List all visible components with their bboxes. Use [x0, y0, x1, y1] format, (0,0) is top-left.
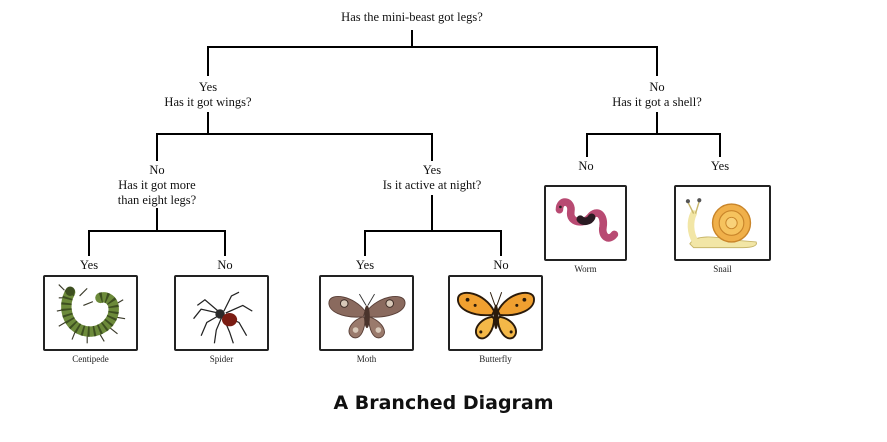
snail-label: Snail — [713, 264, 732, 274]
connector — [656, 46, 658, 76]
worm-card — [544, 185, 627, 261]
butterfly-icon — [457, 291, 535, 340]
connector — [207, 46, 209, 76]
butterfly-label: Butterfly — [479, 354, 512, 364]
yes-answer: Yes — [198, 80, 218, 94]
snail-card — [674, 185, 771, 261]
snail-icon — [685, 198, 757, 249]
connector — [656, 112, 658, 134]
figure-caption: A Branched Diagram — [333, 392, 554, 414]
connector — [156, 133, 432, 135]
connector — [719, 133, 721, 157]
butterfly-card — [448, 275, 543, 351]
connector — [431, 133, 433, 161]
spider-card — [174, 275, 269, 351]
centipede-branch-label: Yes — [79, 258, 99, 272]
connector — [88, 230, 225, 232]
spider-icon — [193, 291, 253, 344]
connector — [431, 195, 433, 231]
yes-answer: Yes — [422, 163, 442, 177]
moth-label: Moth — [356, 354, 377, 364]
snail-branch-label: Yes — [710, 159, 730, 173]
connector — [411, 30, 413, 47]
spider-branch-label: No — [217, 258, 233, 272]
worm-label: Worm — [574, 264, 597, 274]
centipede-icon — [56, 284, 126, 344]
connector — [207, 112, 209, 134]
connector — [364, 230, 501, 232]
connector — [156, 208, 158, 231]
worm-branch-label: No — [578, 159, 594, 173]
night-question: Is it active at night? — [382, 178, 482, 192]
legs-question-line1: Has it got more — [118, 178, 196, 192]
spider-label: Spider — [209, 354, 234, 364]
moth-branch-label: Yes — [355, 258, 375, 272]
root-question: Has the mini-beast got legs? — [341, 10, 483, 24]
worm-icon — [555, 198, 619, 242]
moth-card — [319, 275, 414, 351]
connector — [586, 133, 720, 135]
connector — [224, 230, 226, 256]
connector — [500, 230, 502, 256]
connector — [207, 46, 657, 48]
butterfly-branch-label: No — [493, 258, 509, 272]
no-answer: No — [649, 80, 665, 94]
connector — [156, 133, 158, 161]
shell-question: Has it got a shell? — [612, 95, 702, 109]
legs-question-line2: than eight legs? — [117, 193, 197, 207]
connector — [88, 230, 90, 256]
centipede-card — [43, 275, 138, 351]
moth-icon — [328, 293, 406, 339]
wings-question: Has it got wings? — [164, 95, 252, 109]
connector — [364, 230, 366, 256]
connector — [586, 133, 588, 157]
no-answer: No — [149, 163, 165, 177]
centipede-label: Centipede — [72, 354, 109, 364]
